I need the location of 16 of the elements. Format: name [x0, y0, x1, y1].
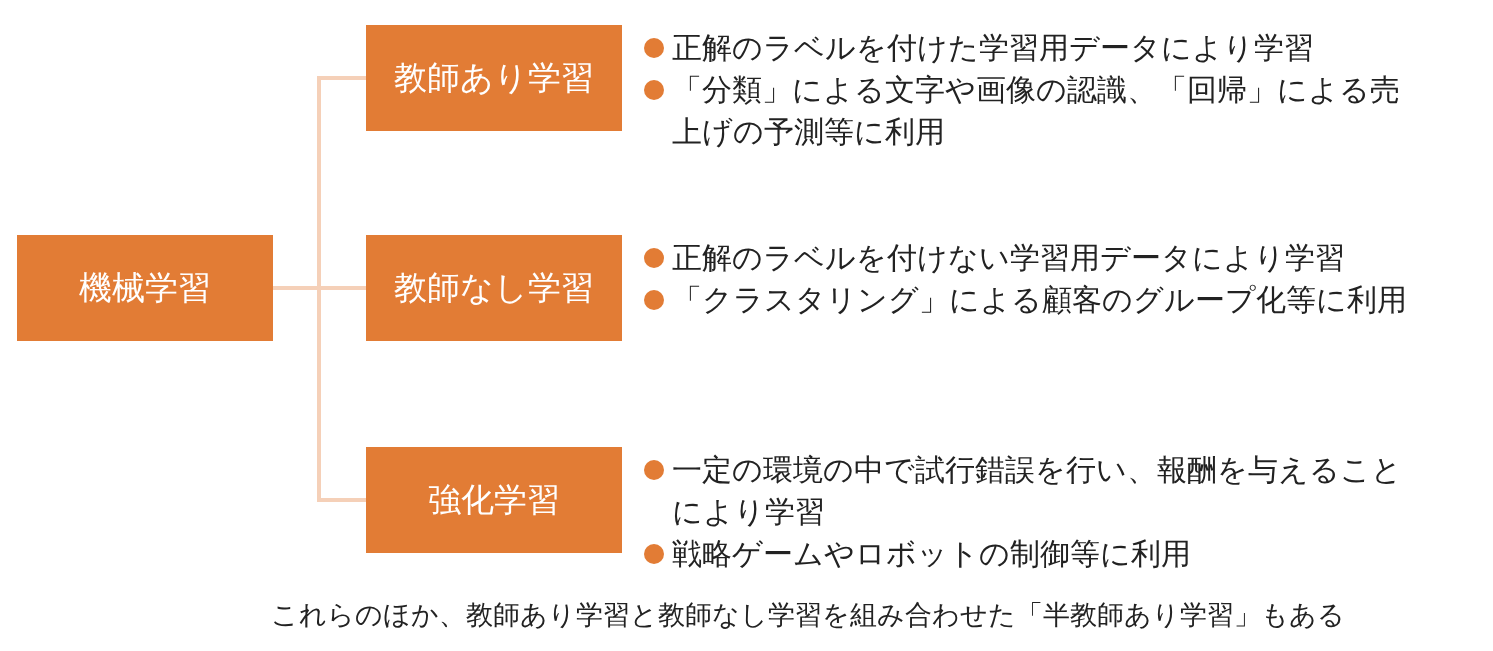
category-title: 強化学習: [428, 478, 560, 521]
description-text: 「分類」による文字や画像の認識、「回帰」による売上げの予測等に利用: [672, 72, 1400, 149]
category-title: 教師なし学習: [394, 266, 594, 309]
category-title: 機械学習: [79, 266, 211, 309]
description-text: 「クラスタリング」による顧客のグループ化等に利用: [672, 282, 1407, 317]
description-text: 正解のラベルを付けない学習用データにより学習: [672, 240, 1345, 275]
description-text: 正解のラベルを付けた学習用データにより学習: [672, 30, 1314, 65]
connector-line: [273, 286, 366, 502]
category-box: [366, 447, 622, 553]
category-box: [17, 235, 273, 341]
category-title: 教師あり学習: [394, 56, 594, 99]
footnote-text: これらのほか、教師あり学習と教師なし学習を組み合わせた「半教師あり学習」もある: [270, 598, 1346, 632]
category-box: [366, 235, 622, 341]
category-box: [366, 25, 622, 131]
description-text: 一定の環境の中で試行錯誤を行い、報酬を与えることにより学習: [672, 452, 1402, 529]
description-text: 戦略ゲームやロボットの制御等に利用: [672, 536, 1191, 571]
